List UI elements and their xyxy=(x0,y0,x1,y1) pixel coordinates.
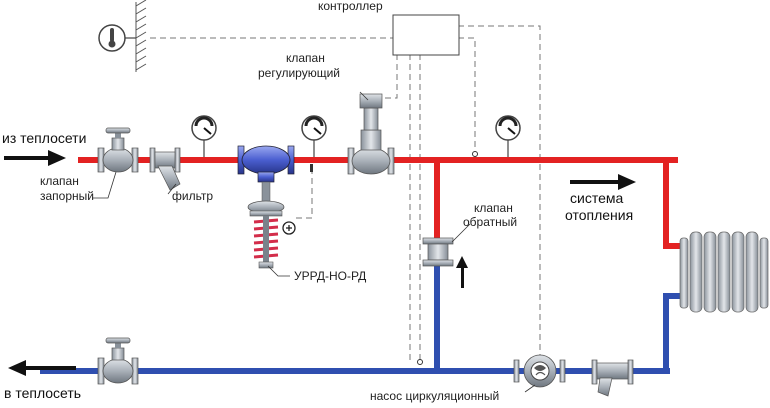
temperature-sensor-supply xyxy=(472,151,478,157)
heating-system-label-line2: отопления xyxy=(565,207,633,223)
pressure-gauge-icon xyxy=(191,115,217,157)
leader-pump xyxy=(524,384,536,393)
control-valve xyxy=(347,93,395,175)
return-pipeline xyxy=(40,258,685,374)
circulation-pump xyxy=(513,354,566,388)
signal-line-supply-sensor xyxy=(458,37,476,152)
regulator-label: УРРД-НО-РД xyxy=(294,269,366,283)
shutoff-valve-supply xyxy=(97,127,139,173)
leader-shutoff-valve xyxy=(92,171,117,199)
filter-return xyxy=(591,359,634,397)
from-network-label: из теплосети xyxy=(2,130,86,146)
leader-regulator xyxy=(267,265,290,277)
pump-label: насос циркуляционный xyxy=(370,389,499,403)
pressure-gauge-icon xyxy=(495,115,521,157)
temperature-sensor-after-regulator xyxy=(310,164,313,172)
leader-control-valve xyxy=(359,91,369,101)
pressure-gauge-icon xyxy=(301,115,327,157)
control-valve-label-line1: клапан xyxy=(286,51,325,65)
leader-lines xyxy=(92,91,536,393)
temperature-sensor-return xyxy=(417,359,423,365)
signal-lines xyxy=(150,25,541,365)
leader-check-valve xyxy=(451,223,471,243)
heating-system-label-line1: система xyxy=(570,190,623,206)
pressure-regulator xyxy=(237,145,296,269)
shutoff-valve-label-line1: клапан xyxy=(40,174,79,188)
filter-label: фильтр xyxy=(172,189,213,203)
check-valve-flow-arrow-icon xyxy=(456,256,468,288)
shutoff-valve-return xyxy=(97,337,139,385)
radiator xyxy=(679,231,769,313)
outdoor-wall xyxy=(135,0,147,72)
return-arrow-icon xyxy=(8,360,76,376)
control-valve-label-line2: регулирующий xyxy=(258,66,340,80)
outdoor-temperature-sensor-icon xyxy=(98,24,136,52)
shutoff-valve-label-line2: запорный xyxy=(40,189,94,203)
system-flow-arrow-icon xyxy=(570,174,636,190)
signal-line-control-valve xyxy=(380,54,398,99)
controller-label: контроллер xyxy=(318,0,383,13)
signal-line-regulator-impulse xyxy=(292,168,313,219)
check-valve-label-line2: обратный xyxy=(463,215,517,229)
filter-supply xyxy=(149,147,181,191)
leader-filter xyxy=(167,183,177,195)
signal-line-pump-control xyxy=(458,25,541,365)
controller-box xyxy=(392,14,460,56)
check-valve xyxy=(422,237,454,267)
to-network-label: в теплосеть xyxy=(4,385,81,401)
check-valve-label-line1: клапан xyxy=(474,201,513,215)
flow-direction-arrow-icon xyxy=(4,150,66,166)
